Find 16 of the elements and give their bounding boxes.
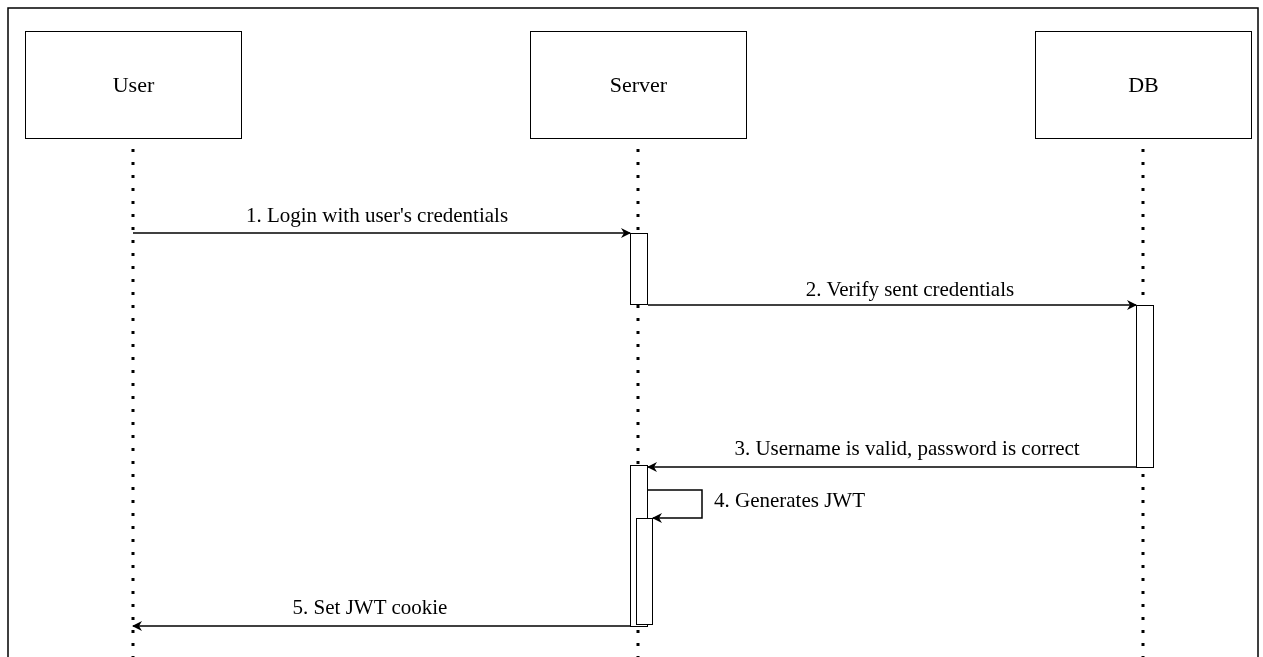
- activation-bar: [636, 518, 653, 625]
- activation-bar: [1136, 305, 1154, 468]
- participant-name: Server: [609, 72, 668, 98]
- message-arrow: [132, 621, 631, 631]
- participant-box: [1035, 31, 1252, 139]
- participant-box: [530, 31, 747, 139]
- message-arrow: [647, 462, 1137, 472]
- participant-name: User: [112, 72, 155, 98]
- edge-label: 2. Verify sent credentials: [803, 279, 1017, 300]
- edge-label: 3. Username is valid, password is correct: [732, 438, 1082, 459]
- message-arrow: [132, 228, 631, 238]
- message-arrow: [647, 489, 703, 523]
- activation-bar: [630, 233, 648, 305]
- participant-box: [25, 31, 242, 139]
- message-arrow: [647, 300, 1137, 310]
- participant-name: DB: [1128, 72, 1159, 98]
